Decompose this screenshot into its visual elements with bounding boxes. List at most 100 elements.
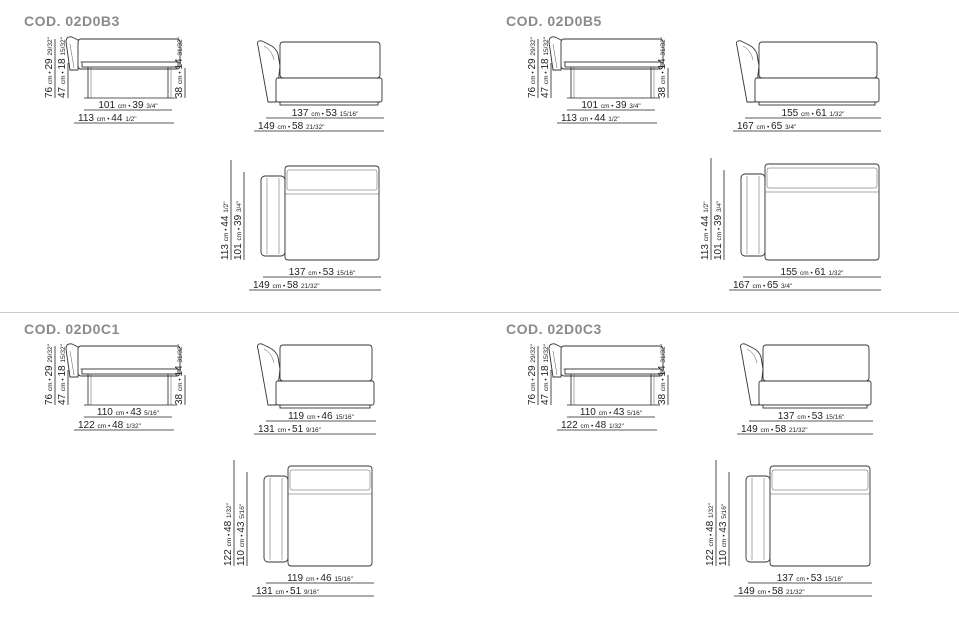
- dimension-label: 110 cm • 43 5/16": [718, 503, 729, 566]
- side-backrest-seam: [69, 43, 75, 69]
- front-arm-seam: [742, 45, 754, 61]
- dimension-label: 47 cm • 18 15/32": [540, 343, 551, 405]
- dimension-label: 122 cm • 48 1/32": [561, 420, 625, 431]
- dimension-label: 149 cm • 58 21/32": [741, 424, 808, 435]
- side-seat-rail: [564, 368, 662, 375]
- side-backrest-seam: [69, 350, 75, 376]
- side-seat-rail: [564, 61, 662, 68]
- plan-seat-back: [289, 469, 371, 491]
- plan-view-drawing: 113 cm • 44 1/2"101 cm • 39 3/4" 155 cm •…: [700, 158, 881, 291]
- dimension-label: 110 cm • 43 5/16": [97, 407, 160, 418]
- front-view-drawing: 137 cm • 53 15/16" 149 cm • 58 21/32": [254, 40, 384, 132]
- module-code-title: COD. 02D0B5: [506, 13, 602, 29]
- dimension-label: 119 cm • 46 15/16": [287, 573, 353, 584]
- dimension-label: 149 cm • 58 21/32": [253, 280, 320, 291]
- dimension-label: 38 cm • 14 31/32": [657, 343, 668, 405]
- front-arm-seam: [746, 348, 758, 364]
- front-base-plinth: [279, 404, 371, 409]
- front-seat-cushion: [758, 380, 872, 406]
- side-view-drawing: 76 cm • 29 29/32"47 cm • 18 15/32" 38 cm …: [527, 343, 669, 431]
- dimension-label: 38 cm • 14 31/32": [174, 343, 185, 405]
- plan-seat-back: [766, 167, 878, 189]
- plan-seat-body: [284, 165, 380, 261]
- front-base-plinth: [758, 101, 876, 106]
- dimension-label: 167 cm • 65 3/4": [733, 280, 793, 291]
- plan-seat-back: [286, 169, 378, 191]
- dimension-label: 149 cm • 58 21/32": [258, 121, 325, 132]
- dimension-label: 38 cm • 14 31/32": [657, 36, 668, 98]
- dimension-label: 131 cm • 51 9/16": [258, 424, 322, 435]
- front-arm-seam: [263, 45, 275, 61]
- front-seat-cushion: [275, 380, 375, 406]
- dimension-label: 101 cm • 39 3/4": [713, 200, 724, 260]
- dimension-label: 101 cm • 39 3/4": [233, 200, 244, 260]
- plan-back-cushion: [260, 175, 286, 257]
- side-body-shape: [560, 345, 664, 377]
- plan-seat-body: [769, 465, 871, 567]
- dimension-label: 131 cm • 51 9/16": [256, 586, 320, 597]
- dimension-label: 110 cm • 43 5/16": [236, 503, 247, 566]
- plan-back-cushion: [745, 475, 771, 563]
- dimension-label: 167 cm • 65 3/4": [737, 121, 797, 132]
- dimension-label: 149 cm • 58 21/32": [738, 586, 805, 597]
- dimension-label: 47 cm • 18 15/32": [540, 36, 551, 98]
- dimension-label: 122 cm • 48 1/32": [78, 420, 142, 431]
- dimension-label: 76 cm • 29 29/32": [44, 343, 55, 405]
- side-body-shape: [77, 38, 181, 70]
- plan-seat-body: [764, 163, 880, 261]
- front-back-cushion: [758, 41, 878, 79]
- dimension-label: 76 cm • 29 29/32": [527, 36, 538, 98]
- section-divider: [0, 312, 959, 313]
- dimension-label: 47 cm • 18 15/32": [57, 36, 68, 98]
- side-seat-rail: [81, 368, 179, 375]
- side-backrest-seam: [552, 350, 558, 376]
- front-back-cushion: [279, 41, 381, 79]
- dimension-label: 113 cm • 44 1/2": [700, 201, 711, 260]
- side-view-drawing: 76 cm • 29 29/32"47 cm • 18 15/32" 38 cm …: [44, 343, 186, 431]
- dimension-label: 155 cm • 61 1/32": [781, 267, 845, 278]
- front-view-drawing: 137 cm • 53 15/16" 149 cm • 58 21/32": [737, 343, 873, 435]
- module-code-title: COD. 02D0B3: [24, 13, 120, 29]
- dimension-label: 137 cm • 53 15/16": [777, 573, 844, 584]
- dimension-label: 101 cm • 39 3/4": [581, 100, 641, 111]
- front-seat-cushion: [754, 77, 880, 103]
- plan-seat-back: [771, 469, 869, 491]
- dimension-label: 113 cm • 44 1/2": [78, 113, 137, 124]
- side-seat-rail: [81, 61, 179, 68]
- plan-view-drawing: 122 cm • 48 1/32"110 cm • 43 5/16" 137 cm…: [705, 460, 872, 597]
- plan-seat-body: [287, 465, 373, 567]
- front-view-drawing: 155 cm • 61 1/32" 167 cm • 65 3/4": [733, 40, 881, 132]
- dimension-label: 122 cm • 48 1/32": [223, 502, 234, 566]
- front-back-cushion: [762, 344, 870, 382]
- front-arm-shape: [257, 343, 281, 406]
- dimension-label: 47 cm • 18 15/32": [57, 343, 68, 405]
- dimension-label: 113 cm • 44 1/2": [561, 113, 620, 124]
- dimension-label: 113 cm • 44 1/2": [220, 201, 231, 260]
- front-arm-shape: [740, 343, 764, 406]
- plan-view-drawing: 122 cm • 48 1/32"110 cm • 43 5/16" 119 cm…: [223, 460, 374, 597]
- dimension-label: 38 cm • 14 31/32": [174, 36, 185, 98]
- front-base-plinth: [762, 404, 868, 409]
- module-code-title: COD. 02D0C1: [24, 321, 120, 337]
- dimension-label: 137 cm • 53 15/16": [292, 108, 359, 119]
- dimension-label: 76 cm • 29 29/32": [527, 343, 538, 405]
- dimension-label: 137 cm • 53 15/16": [778, 411, 845, 422]
- dimension-label: 101 cm • 39 3/4": [98, 100, 158, 111]
- front-view-drawing: 119 cm • 46 15/16" 131 cm • 51 9/16": [254, 343, 376, 435]
- dimension-label: 122 cm • 48 1/32": [705, 502, 716, 566]
- dimension-label: 155 cm • 61 1/32": [782, 108, 846, 119]
- dimension-label: 110 cm • 43 5/16": [580, 407, 643, 418]
- side-body-shape: [560, 38, 664, 70]
- front-back-cushion: [279, 344, 373, 382]
- dimension-label: 119 cm • 46 15/16": [288, 411, 354, 422]
- front-base-plinth: [279, 101, 379, 106]
- plan-back-cushion: [740, 173, 766, 257]
- side-view-drawing: 76 cm • 29 29/32"47 cm • 18 15/32" 38 cm …: [44, 36, 186, 124]
- dimension-label: 76 cm • 29 29/32": [44, 36, 55, 98]
- front-seat-cushion: [275, 77, 383, 103]
- plan-view-drawing: 113 cm • 44 1/2"101 cm • 39 3/4"137 cm •…: [220, 160, 381, 291]
- module-code-title: COD. 02D0C3: [506, 321, 602, 337]
- side-backrest-seam: [552, 43, 558, 69]
- side-body-shape: [77, 345, 181, 377]
